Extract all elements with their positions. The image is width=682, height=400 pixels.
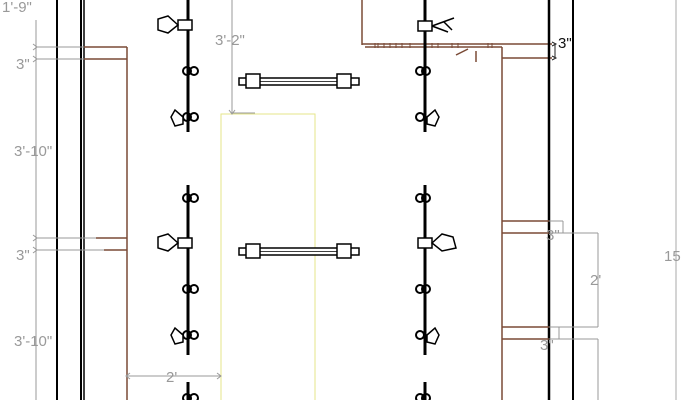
left-cabinet xyxy=(84,46,128,400)
dim-label-3in-top: 3" xyxy=(16,56,30,73)
center-dimension xyxy=(228,0,255,115)
towel-bar-top xyxy=(238,73,360,89)
light-rail-right xyxy=(415,0,457,400)
dimension-labels: 1'-9" 3" 3'-10" 3" 3'-10" 3'-2" 2' 3" 3"… xyxy=(2,0,681,386)
right-dimension-chain xyxy=(549,0,677,400)
dim-label-2ft-bottom: 2' xyxy=(166,369,177,386)
highlight-region xyxy=(220,113,316,400)
towel-bar-bottom xyxy=(238,243,360,259)
right-cabinet xyxy=(502,220,549,340)
dim-label-15: 15 xyxy=(664,248,681,265)
right-wall xyxy=(547,0,574,400)
dim-label-3-10-lower: 3'-10" xyxy=(14,333,52,350)
light-rail-left xyxy=(157,0,199,400)
dim-label-3in-right-lower: 3" xyxy=(540,337,554,354)
dim-label-3in-top-right: 3" xyxy=(558,35,572,52)
dim-label-3in-mid: 3" xyxy=(16,247,30,264)
dim-label-3-2: 3'-2" xyxy=(215,32,245,49)
top-counter xyxy=(361,0,552,400)
dim-label-3in-right-upper: 3" xyxy=(546,227,560,244)
dim-label-3-10-upper: 3'-10" xyxy=(14,143,52,160)
dim-label-2ft-right: 2' xyxy=(590,272,601,289)
bottom-dimension xyxy=(125,372,222,380)
left-wall xyxy=(56,0,85,400)
top-right-bracket xyxy=(551,41,558,61)
dim-label-1-9: 1'-9" xyxy=(2,0,32,16)
left-dimension-chain xyxy=(32,20,104,400)
counter-ticks xyxy=(374,43,493,48)
